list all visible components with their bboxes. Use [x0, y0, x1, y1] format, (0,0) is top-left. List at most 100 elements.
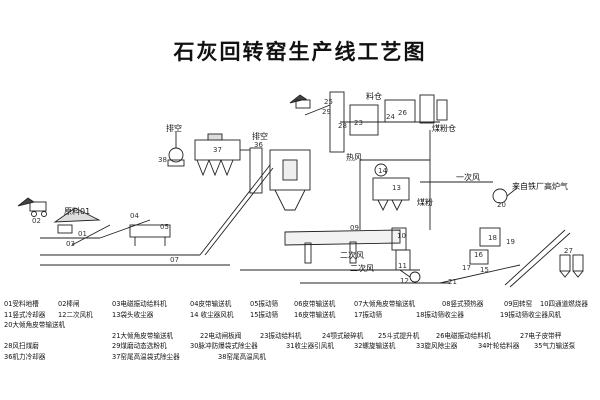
label-raw-material: 原料01: [64, 206, 90, 216]
legend-item: 36机力冷却器: [4, 352, 46, 361]
equipment-number: 11: [398, 262, 407, 270]
equipment-number: 16: [474, 251, 483, 259]
legend-item: 29煤磨动态选粉机: [112, 342, 167, 351]
receiving-hopper: [57, 224, 73, 234]
equipment-number: 12: [400, 277, 409, 285]
dump-truck-icon: [17, 197, 47, 217]
fan-14: [374, 163, 388, 177]
label-hot-air: 热风: [346, 152, 362, 162]
legend-item: 10四通道燃烧器: [540, 300, 588, 308]
label-secondary-air-1: 二次风: [340, 250, 364, 260]
screen-16-17: [469, 227, 501, 265]
legend-row: 21大倾角皮带输送机 22电动闸板阀 23振动给料机 24颚式破碎机 25斗式提…: [4, 331, 598, 342]
legend-item: 23振动给料机: [260, 331, 302, 340]
bag-filter-13: [372, 177, 410, 212]
equipment-number: 27: [564, 247, 573, 255]
secondary-air-fan-12: [409, 271, 421, 283]
product-silos-27: [559, 254, 584, 278]
equipment-number: 10: [397, 232, 406, 240]
equipment-number: 14: [378, 167, 387, 175]
legend-row: 11竖式冷却器 12二次风机 13袋头收尘器 14 收尘器风机 15振动筛 16…: [4, 310, 598, 321]
legend-item: 25斗式提升机: [378, 331, 420, 340]
equipment-number: 01: [78, 230, 87, 238]
kiln-tail-bag-filter-37: [194, 133, 241, 177]
equipment-number: 37: [213, 146, 222, 154]
rotary-kiln-09: [284, 227, 407, 264]
equipment-number: 07: [170, 256, 179, 264]
legend-item: 24颚式破碎机: [322, 331, 364, 340]
conveyor-03: [71, 224, 111, 246]
vertical-preheater-08: [269, 149, 311, 211]
legend-item: 26电磁振动给料机: [436, 331, 491, 340]
equipment-number: 20: [497, 201, 506, 209]
equipment-number: 24: [386, 113, 395, 121]
legend-item: 19振动筛收尘器风机: [500, 310, 562, 319]
label-exhaust-2: 排空: [252, 131, 268, 141]
equipment-number: 29: [322, 108, 331, 116]
legend-item: 16皮带输送机: [294, 310, 336, 319]
legend-item: 38窑尾高温风机: [218, 352, 266, 361]
kiln-tail-fan-38: [167, 147, 185, 167]
legend-item: 08竖式预热器: [442, 300, 484, 308]
equipment-number: 18: [488, 234, 497, 242]
conveyor-07: [199, 164, 271, 256]
equipment-number: 17: [462, 264, 471, 272]
equipment-number: 23: [354, 119, 363, 127]
equipment-number: 15: [480, 266, 489, 274]
legend-item: 20大倾角皮带输送机: [4, 321, 66, 330]
label-secondary-air-2: 二次风: [350, 263, 374, 273]
equipment-number: 26: [398, 109, 407, 117]
legend-item: 04皮带输送机: [190, 300, 232, 308]
legend-item: 09回转窑: [504, 300, 533, 308]
equipment-number: 13: [392, 184, 401, 192]
equipment-legend: 01受料地槽 02棒闸 03电磁振动给料机 04皮带输送机 05振动筛 06皮带…: [4, 299, 598, 363]
equipment-number: 25: [324, 98, 333, 106]
equipment-number: 02: [32, 217, 41, 225]
equipment-number: 05: [160, 223, 169, 231]
label-primary-air: 一次风: [456, 172, 480, 182]
legend-item: 05振动筛: [250, 300, 279, 308]
legend-item: 12二次风机: [58, 310, 93, 319]
conveyor-20: [504, 229, 566, 286]
coal-crushing-unit: [289, 91, 448, 153]
conveyor-21: [439, 264, 521, 284]
label-coal-bin: 煤粉仓: [432, 123, 456, 133]
legend-item: 02棒闸: [58, 300, 80, 308]
legend-item: 03电磁振动给料机: [112, 300, 167, 308]
legend-item: 14 收尘器风机: [190, 310, 234, 319]
legend-item: 35气力输送泵: [534, 342, 576, 351]
equipment-number: 04: [130, 212, 139, 220]
equipment-number: 03: [66, 240, 75, 248]
label-coal-powder: 煤粉: [417, 197, 433, 207]
legend-item: 34叶轮给料器: [478, 342, 520, 351]
legend-item: 21大倾角皮带输送机: [112, 331, 174, 340]
equipment-number: 28: [338, 122, 347, 130]
equipment-number: 19: [506, 238, 515, 246]
legend-item: 33旋风除尘器: [416, 342, 458, 351]
diagram-title: 石灰回转窑生产线工艺图: [173, 40, 427, 64]
legend-item: 37窑尾高温袋式除尘器: [112, 352, 180, 361]
legend-item: 15振动筛: [250, 310, 279, 319]
label-gas-source: 来自铁厂高炉气: [512, 181, 568, 191]
legend-item: 13袋头收尘器: [112, 310, 154, 319]
vibrating-screen-05: [129, 224, 171, 246]
label-material-bin: 料仓: [366, 91, 382, 101]
equipment-number: 36: [254, 141, 263, 149]
legend-item: 30脉冲防爆袋式除尘器: [190, 342, 258, 351]
equipment-number: 09: [350, 224, 359, 232]
legend-item: 31收尘器引风机: [286, 342, 334, 351]
legend-item: 17振动筛: [354, 310, 383, 319]
legend-item: 32螺旋输送机: [354, 342, 396, 351]
legend-item: 28风扫煤磨: [4, 342, 39, 351]
legend-item: 27电子皮带秤: [520, 331, 562, 340]
legend-item: 01受料地槽: [4, 300, 39, 308]
legend-row: 01受料地槽 02棒闸 03电磁振动给料机 04皮带输送机 05振动筛 06皮带…: [4, 299, 598, 310]
legend-item: 06皮带输送机: [294, 300, 336, 308]
legend-item: 22电动闸板阀: [200, 331, 242, 340]
legend-row: 28风扫煤磨 29煤磨动态选粉机 30脉冲防爆袋式除尘器 31收尘器引风机 32…: [4, 341, 598, 352]
conveyor-04: [99, 219, 151, 239]
raw-material-pile: [53, 207, 101, 223]
legend-row: 20大倾角皮带输送机: [4, 320, 598, 331]
